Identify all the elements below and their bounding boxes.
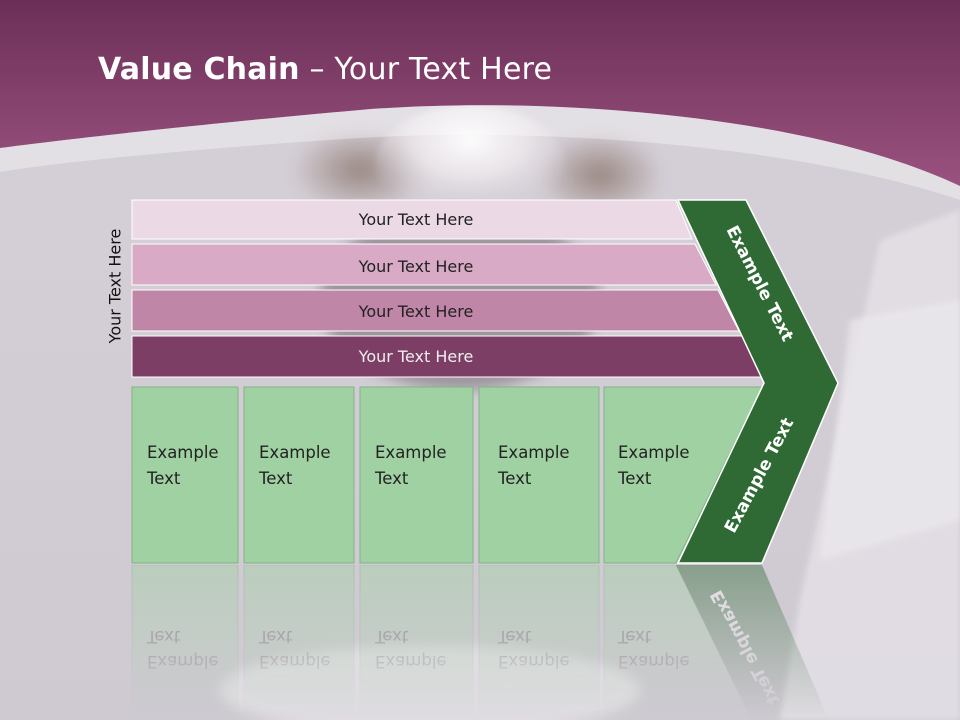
reflection-text: Text <box>258 627 293 646</box>
bar-1 <box>131 199 693 240</box>
reflection-text: Text <box>617 627 652 646</box>
reflection-text: Example <box>147 652 219 671</box>
reflection-text: Text <box>497 627 532 646</box>
bar-label: Your Text Here <box>358 257 474 276</box>
box-2 <box>243 386 355 564</box>
reflection: Example Text Example Text Example Text E… <box>131 564 829 720</box>
box-5 <box>603 386 763 564</box>
box-label: Example <box>618 443 690 462</box>
bar-label: Your Text Here <box>358 302 474 321</box>
box-label: Text <box>258 469 293 488</box>
reflection-text: Example <box>375 652 447 671</box>
reflection-text: Text <box>374 627 409 646</box>
box-label: Text <box>146 469 181 488</box>
box-4 <box>478 386 600 564</box>
title-rest: – Your Text Here <box>299 52 553 87</box>
title-bold: Value Chain <box>98 52 300 87</box>
box-label: Example <box>498 443 570 462</box>
box-label: Text <box>617 469 652 488</box>
box-label: Example <box>259 443 331 462</box>
chevron-arrow <box>676 199 839 564</box>
box-label: Text <box>374 469 409 488</box>
reflection-text: Example <box>618 652 690 671</box>
box-label: Text <box>497 469 532 488</box>
bar-label: Your Text Here <box>358 347 474 366</box>
box-label: Example <box>375 443 447 462</box>
reflection-text: Example <box>498 652 570 671</box>
slide-title: Value Chain – Your Text Here <box>98 52 552 87</box>
box-3 <box>359 386 474 564</box>
box-label: Example <box>147 443 219 462</box>
reflection-text: Example <box>259 652 331 671</box>
bar-2 <box>131 243 717 286</box>
reflection-text: Text <box>146 627 181 646</box>
box-1 <box>131 386 239 564</box>
bar-label: Your Text Here <box>358 210 474 229</box>
header-band <box>0 0 960 186</box>
